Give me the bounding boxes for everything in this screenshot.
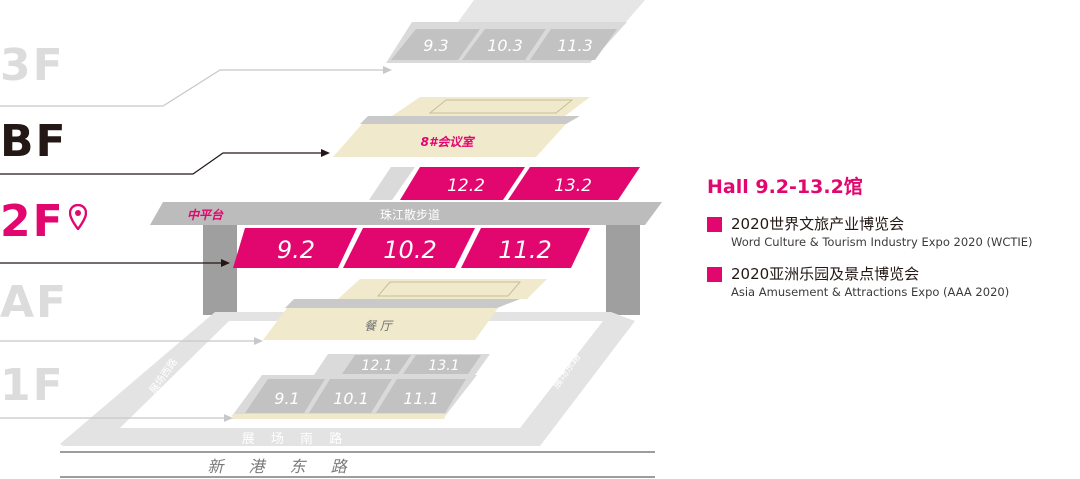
- floor-bf-arrowhead: [321, 149, 330, 157]
- legend-name-aaa: 2020亚洲乐园及景点博览会: [731, 265, 920, 283]
- support-pillar-left: [203, 225, 237, 315]
- floor-bf-level: 8#会议室: [333, 97, 590, 157]
- hall-tile-12-2[interactable]: [400, 167, 525, 200]
- legend-swatch-wctie: [707, 217, 722, 232]
- hall-label-9-1: 9.1: [274, 389, 299, 408]
- legend-title: Hall 9.2-13.2馆: [707, 176, 863, 198]
- hall-tile-11-1[interactable]: [376, 379, 466, 413]
- 2f-upper-connector: [369, 167, 415, 200]
- bf-edge-strip: [360, 116, 580, 124]
- hall-label-13-2: 13.2: [554, 176, 592, 196]
- hall-label-9-2: 9.2: [277, 236, 315, 264]
- legend-name-en-wctie: Word Culture & Tourism Industry Expo 202…: [731, 235, 1033, 249]
- hall-label-12-1: 12.1: [361, 358, 392, 374]
- hall-tile-10-3[interactable]: [462, 29, 546, 60]
- hall-label-13-1: 13.1: [428, 358, 459, 374]
- floor-label-1f[interactable]: 1F: [0, 360, 65, 411]
- af-back-block: [338, 279, 547, 299]
- bf-room-slab: [333, 124, 566, 157]
- hall-tile-12-1[interactable]: [342, 355, 411, 374]
- road-label-south: 展 场 南 路: [242, 431, 348, 447]
- hall-tile-10-1[interactable]: [309, 379, 392, 413]
- floor-bf-pointer-line: [0, 152, 322, 175]
- floor-2f-level: 12.2 13.2 中平台 珠江散步道 9.2 10.2 11.2: [150, 167, 662, 315]
- hall-label-12-2: 12.2: [447, 176, 485, 196]
- floor-1f-arrowhead: [224, 414, 233, 422]
- hall-label-10-3: 10.3: [487, 36, 523, 55]
- bf-back-block: [392, 97, 590, 116]
- floor-label-af[interactable]: AF: [0, 277, 69, 328]
- floor-3f-arrowhead: [383, 66, 392, 74]
- hall-label-11-2: 11.2: [498, 236, 551, 264]
- support-pillar-right: [606, 225, 640, 315]
- floor-2f-arrowhead: [221, 259, 230, 267]
- restaurant-label: 餐 厅: [364, 319, 394, 333]
- conference-room-label: 8#会议室: [421, 135, 476, 149]
- af-edge-strip: [285, 299, 520, 308]
- hall-tile-10-2[interactable]: [343, 228, 475, 268]
- af-back-outline: [376, 281, 522, 297]
- floor-label-2f-text: 2F: [0, 196, 65, 247]
- hall-tile-13-1[interactable]: [403, 355, 481, 374]
- hall-tile-9-1[interactable]: [245, 379, 325, 413]
- 1f-front-edge: [231, 414, 446, 419]
- hall-tile-13-2[interactable]: [508, 167, 640, 200]
- hall-tile-11-2[interactable]: [461, 228, 590, 268]
- platform-label: 中平台: [187, 208, 224, 222]
- floor-af-arrowhead: [254, 337, 263, 345]
- hall-tile-11-3[interactable]: [530, 29, 617, 60]
- promenade-deck: [150, 202, 662, 225]
- location-pin-icon: [68, 204, 87, 230]
- promenade-label: 珠江散步道: [380, 207, 440, 222]
- legend-swatch-aaa: [707, 267, 722, 282]
- floor-label-3f[interactable]: 3F: [0, 40, 65, 91]
- hall-label-10-2: 10.2: [383, 236, 436, 264]
- legend-name-wctie: 2020世界文旅产业博览会: [731, 215, 905, 233]
- hall-label-10-1: 10.1: [333, 389, 369, 408]
- af-restaurant-slab: [263, 308, 498, 340]
- hall-label-11-1: 11.1: [403, 389, 439, 408]
- floor-3f-level: 9.3 10.3 11.3: [386, 0, 645, 63]
- road-label-outer: 新 港 东 路: [207, 457, 356, 476]
- floor-label-2f-current[interactable]: 2F: [0, 200, 87, 244]
- hall-label-11-3: 11.3: [557, 36, 593, 55]
- floor-af-level: 餐 厅: [263, 279, 547, 340]
- floor-3f-back-block: [458, 0, 645, 22]
- hall-tile-9-3[interactable]: [391, 29, 480, 60]
- hall-tile-9-2[interactable]: [233, 228, 357, 268]
- floor-3f-pointer-line: [0, 69, 383, 107]
- bf-back-outline: [428, 99, 574, 114]
- floor-1f-level: 12.1 13.1 9.1 10.1 11.1: [231, 354, 490, 419]
- hall-label-9-3: 9.3: [423, 36, 448, 55]
- floor-label-bf[interactable]: BF: [0, 116, 68, 167]
- legend-name-en-aaa: Asia Amusement & Attractions Expo (AAA 2…: [731, 285, 1010, 299]
